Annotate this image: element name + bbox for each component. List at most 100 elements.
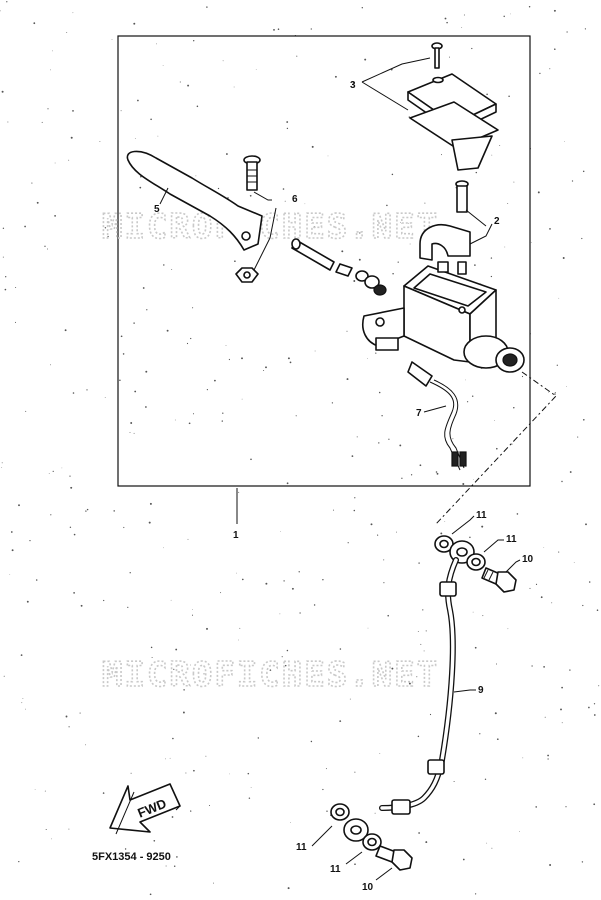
speckle — [217, 187, 220, 190]
speckle — [4, 288, 7, 291]
callout-5: 5 — [154, 204, 160, 215]
speckle — [581, 237, 583, 240]
brake-hose[interactable] — [379, 557, 459, 815]
speckle — [195, 175, 197, 177]
speckle — [151, 656, 153, 659]
master-cylinder[interactable] — [362, 261, 525, 373]
speckle — [247, 772, 250, 775]
speckle — [327, 155, 329, 157]
lower-union-bolt[interactable] — [375, 845, 413, 871]
speckle — [479, 733, 481, 735]
speckle — [148, 521, 151, 524]
speckle — [64, 329, 67, 332]
master-cylinder-holder[interactable] — [419, 224, 471, 261]
speckle — [444, 521, 446, 522]
speckle — [228, 773, 230, 775]
speckle — [299, 612, 301, 614]
speckle — [68, 828, 70, 830]
speckle — [133, 432, 135, 434]
speckle — [425, 841, 428, 844]
speckle — [157, 135, 159, 137]
speckle — [206, 627, 208, 630]
speckle — [15, 286, 17, 289]
reservoir-screw[interactable] — [431, 42, 443, 69]
speckle — [569, 669, 571, 671]
upper-washer-2[interactable] — [466, 553, 486, 571]
speckle — [314, 350, 316, 352]
speckle — [185, 772, 187, 774]
push-rod[interactable] — [291, 238, 353, 277]
speckle — [250, 787, 252, 788]
speckle — [29, 539, 31, 542]
speckle — [346, 378, 349, 381]
speckle — [72, 392, 75, 394]
speckle — [475, 171, 478, 174]
speckle — [179, 81, 181, 83]
speckle — [249, 194, 252, 197]
speckle — [225, 153, 228, 155]
speckle — [172, 737, 174, 740]
speckle — [529, 587, 531, 589]
speckle — [86, 508, 89, 511]
speckle — [507, 628, 509, 630]
speckle — [41, 121, 43, 123]
speckle — [349, 698, 351, 700]
speckle — [206, 389, 208, 391]
speckle — [354, 771, 356, 773]
brake-lever[interactable] — [126, 150, 263, 251]
speckle — [440, 154, 443, 156]
speckle — [566, 386, 567, 387]
speckle — [241, 398, 243, 400]
speckle — [255, 69, 257, 70]
speckle — [543, 666, 545, 668]
speckle — [516, 513, 519, 515]
speckle — [175, 648, 178, 651]
reservoir-diaphragm[interactable] — [409, 101, 499, 171]
speckle — [279, 613, 281, 615]
speckle — [107, 235, 109, 238]
holder-bolt[interactable] — [455, 180, 469, 213]
speckle — [519, 831, 520, 832]
speckle — [26, 600, 29, 603]
speckle — [584, 28, 586, 30]
speckle — [577, 436, 579, 438]
brake-switch[interactable] — [407, 361, 467, 471]
lever-bolt[interactable] — [243, 155, 261, 191]
speckle — [190, 810, 192, 812]
speckle — [51, 838, 53, 840]
speckle — [286, 649, 289, 652]
speckle — [169, 757, 171, 759]
speckle — [228, 358, 230, 361]
speckle — [425, 630, 427, 632]
speckle — [313, 604, 316, 606]
speckle — [511, 443, 513, 445]
speckle — [1, 90, 4, 93]
speckle — [560, 708, 562, 711]
speckle — [513, 406, 515, 409]
speckle — [547, 754, 550, 757]
upper-union-bolt[interactable] — [481, 567, 517, 593]
speckle — [549, 228, 551, 230]
speckle — [238, 491, 240, 493]
speckle — [127, 606, 129, 609]
speckle — [539, 72, 541, 75]
speckle — [531, 665, 533, 667]
callout-10-lower: 10 — [362, 882, 374, 893]
speckle — [508, 95, 510, 98]
speckle — [564, 141, 565, 142]
speckle — [225, 345, 227, 346]
speckle — [241, 578, 244, 581]
speckle — [554, 393, 556, 395]
lower-banjo[interactable] — [343, 818, 369, 842]
lower-washer[interactable] — [330, 803, 350, 821]
piston-kit[interactable] — [355, 270, 387, 296]
speckle — [149, 893, 152, 896]
speckle — [354, 497, 356, 499]
lever-nut[interactable] — [235, 267, 259, 283]
speckle — [35, 579, 38, 581]
speckle — [146, 309, 148, 311]
lower-washer-2[interactable] — [362, 833, 382, 851]
speckle — [113, 510, 115, 512]
callout-10-upper: 10 — [522, 554, 534, 565]
speckle — [149, 502, 152, 505]
